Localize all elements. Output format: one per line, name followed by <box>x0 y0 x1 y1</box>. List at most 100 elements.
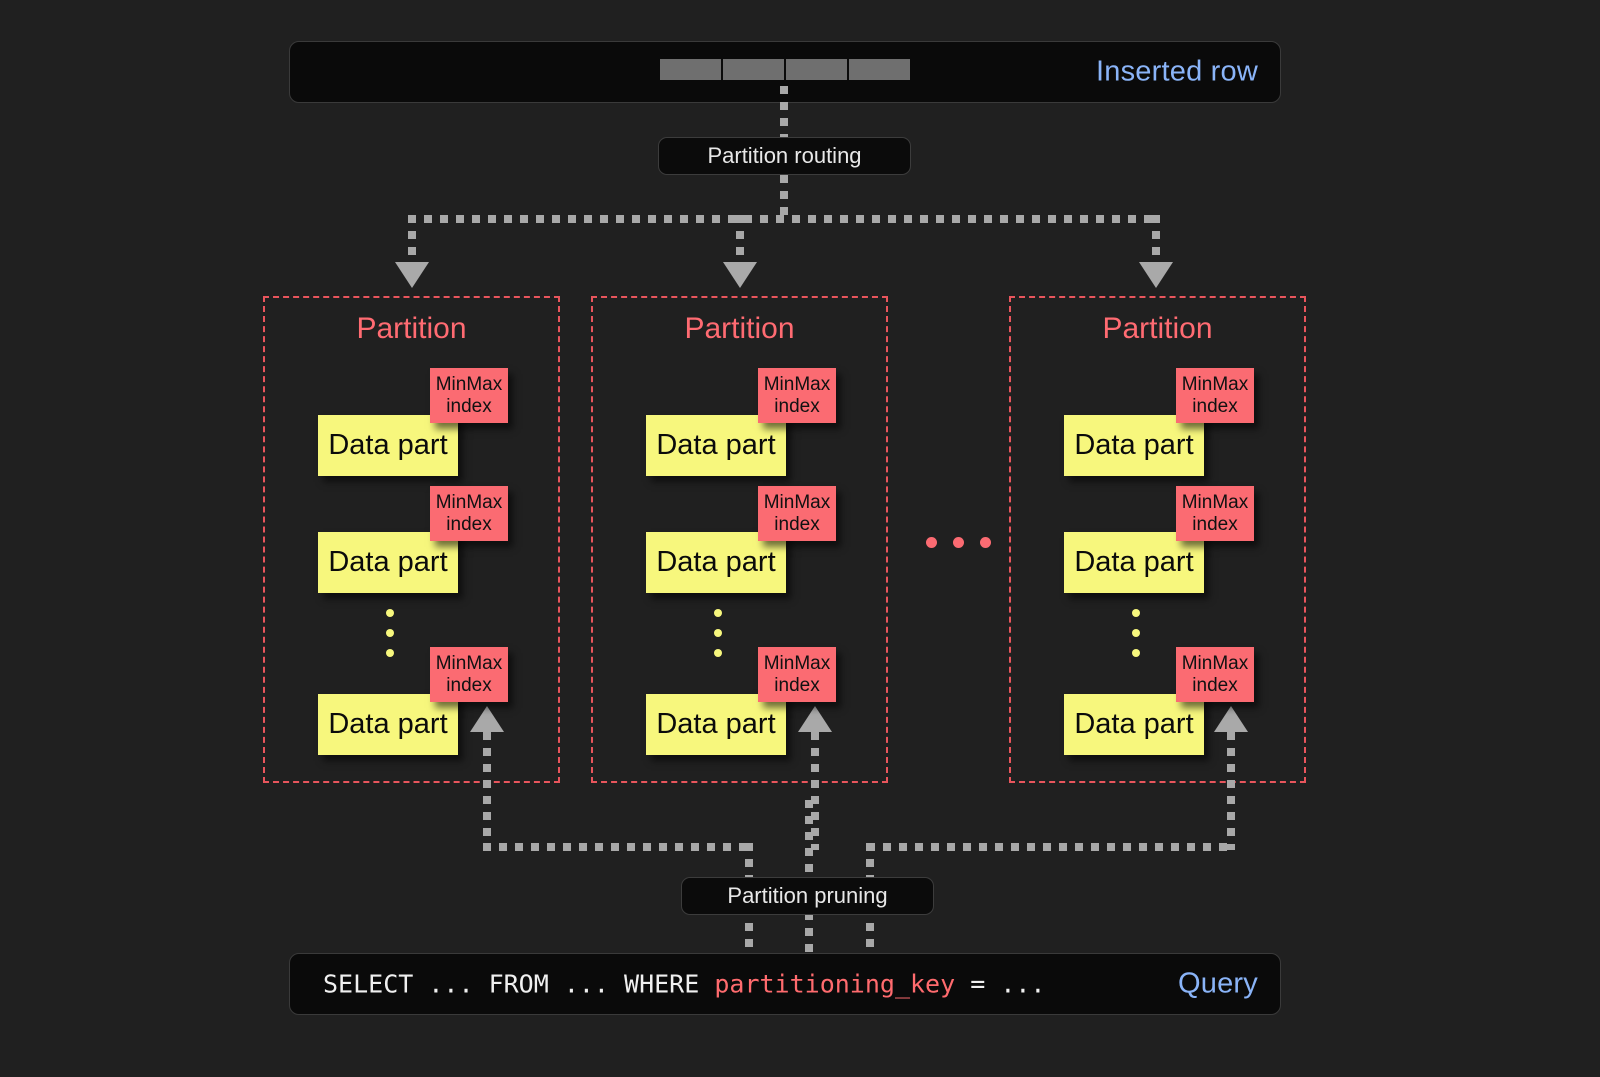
row-cell <box>849 59 910 80</box>
partition-title: Partition <box>1102 312 1213 345</box>
arrow-up-partition-1 <box>470 706 504 732</box>
ellipsis-dot <box>714 609 722 617</box>
minmax-line-1: MinMax <box>435 374 503 396</box>
ellipsis-dot <box>714 629 722 637</box>
data-part-label: Data part <box>328 429 448 461</box>
connector-prune-bus-left <box>483 843 748 851</box>
vertical-ellipsis-partition-1 <box>386 609 394 669</box>
partition-pruning-label: Partition pruning <box>727 883 888 908</box>
data-part-label: Data part <box>1074 708 1194 740</box>
data-part-label: Data part <box>1074 429 1194 461</box>
data-part-2-3: Data part <box>646 694 786 755</box>
minmax-index-1-3: MinMax index <box>430 647 508 702</box>
partition-title: Partition <box>356 312 467 345</box>
data-part-2-1: Data part <box>646 415 786 476</box>
minmax-line-2: index <box>1192 513 1238 535</box>
minmax-index-1-1: MinMax index <box>430 368 508 423</box>
data-part-3-3: Data part <box>1064 694 1204 755</box>
minmax-line-1: MinMax <box>435 653 503 675</box>
ellipsis-dot <box>1132 629 1140 637</box>
minmax-line-1: MinMax <box>1181 492 1249 514</box>
minmax-index-3-3: MinMax index <box>1176 647 1254 702</box>
connector-routing-down <box>780 175 788 219</box>
minmax-index-2-2: MinMax index <box>758 486 836 541</box>
data-part-label: Data part <box>656 708 776 740</box>
query-suffix: = ... <box>955 969 1046 999</box>
minmax-index-3-1: MinMax index <box>1176 368 1254 423</box>
inserted-row-cells <box>660 59 910 80</box>
arrow-down-partition-2 <box>723 262 757 288</box>
query-keyword: partitioning_key <box>714 969 956 999</box>
ellipsis-dot <box>386 649 394 657</box>
data-part-2-2: Data part <box>646 532 786 593</box>
partition-3: Partition MinMax index Data part MinMax … <box>1009 296 1306 783</box>
ellipsis-dot <box>980 537 991 548</box>
ellipsis-dot <box>714 649 722 657</box>
data-part-label: Data part <box>328 546 448 578</box>
arrow-up-partition-2 <box>798 706 832 732</box>
ellipsis-dot <box>386 629 394 637</box>
data-part-label: Data part <box>1074 546 1194 578</box>
partitions-ellipsis <box>926 537 991 548</box>
data-part-label: Data part <box>656 429 776 461</box>
minmax-line-2: index <box>446 395 492 417</box>
data-part-1-2: Data part <box>318 532 458 593</box>
minmax-index-2-1: MinMax index <box>758 368 836 423</box>
connector-prune-up-1 <box>483 732 491 850</box>
query-label: Query <box>1178 967 1258 1000</box>
connector-routing-bus <box>408 215 1160 223</box>
connector-prune-up-2 <box>811 732 819 850</box>
minmax-index-1-2: MinMax index <box>430 486 508 541</box>
arrow-up-partition-3 <box>1214 706 1248 732</box>
minmax-line-1: MinMax <box>435 492 503 514</box>
minmax-line-2: index <box>1192 674 1238 696</box>
minmax-line-2: index <box>446 513 492 535</box>
minmax-line-1: MinMax <box>763 492 831 514</box>
minmax-index-3-2: MinMax index <box>1176 486 1254 541</box>
connector-prune-bus-right <box>867 843 1235 851</box>
minmax-line-2: index <box>774 674 820 696</box>
inserted-row-label: Inserted row <box>1096 55 1258 88</box>
minmax-line-2: index <box>1192 395 1238 417</box>
ellipsis-dot <box>926 537 937 548</box>
minmax-index-2-3: MinMax index <box>758 647 836 702</box>
data-part-3-1: Data part <box>1064 415 1204 476</box>
partition-title: Partition <box>684 312 795 345</box>
data-part-1-3: Data part <box>318 694 458 755</box>
partition-1: Partition MinMax index Data part MinMax … <box>263 296 560 783</box>
data-part-label: Data part <box>656 546 776 578</box>
connector-insert-to-routing <box>780 86 788 138</box>
query-prefix: SELECT ... FROM ... WHERE <box>323 969 715 999</box>
data-part-1-1: Data part <box>318 415 458 476</box>
partition-2: Partition MinMax index Data part MinMax … <box>591 296 888 783</box>
ellipsis-dot <box>953 537 964 548</box>
vertical-ellipsis-partition-3 <box>1132 609 1140 669</box>
row-cell <box>786 59 847 80</box>
data-part-3-2: Data part <box>1064 532 1204 593</box>
row-cell <box>723 59 784 80</box>
minmax-line-1: MinMax <box>763 653 831 675</box>
connector-drop-partition-3 <box>1152 215 1160 265</box>
minmax-line-2: index <box>774 395 820 417</box>
partition-routing-label: Partition routing <box>707 143 862 168</box>
data-part-label: Data part <box>328 708 448 740</box>
minmax-line-1: MinMax <box>1181 653 1249 675</box>
row-cell <box>660 59 721 80</box>
ellipsis-dot <box>1132 649 1140 657</box>
minmax-line-1: MinMax <box>1181 374 1249 396</box>
minmax-line-2: index <box>446 674 492 696</box>
partition-routing-box: Partition routing <box>658 137 911 175</box>
ellipsis-dot <box>386 609 394 617</box>
connector-drop-partition-2 <box>736 215 744 265</box>
arrow-down-partition-1 <box>395 262 429 288</box>
minmax-line-2: index <box>774 513 820 535</box>
connector-drop-partition-1 <box>408 215 416 265</box>
vertical-ellipsis-partition-2 <box>714 609 722 669</box>
arrow-down-partition-3 <box>1139 262 1173 288</box>
minmax-line-1: MinMax <box>763 374 831 396</box>
partition-pruning-box: Partition pruning <box>681 877 934 915</box>
ellipsis-dot <box>1132 609 1140 617</box>
query-sql-text: SELECT ... FROM ... WHERE partitioning_k… <box>323 970 1045 999</box>
connector-prune-drop-center <box>805 800 813 953</box>
